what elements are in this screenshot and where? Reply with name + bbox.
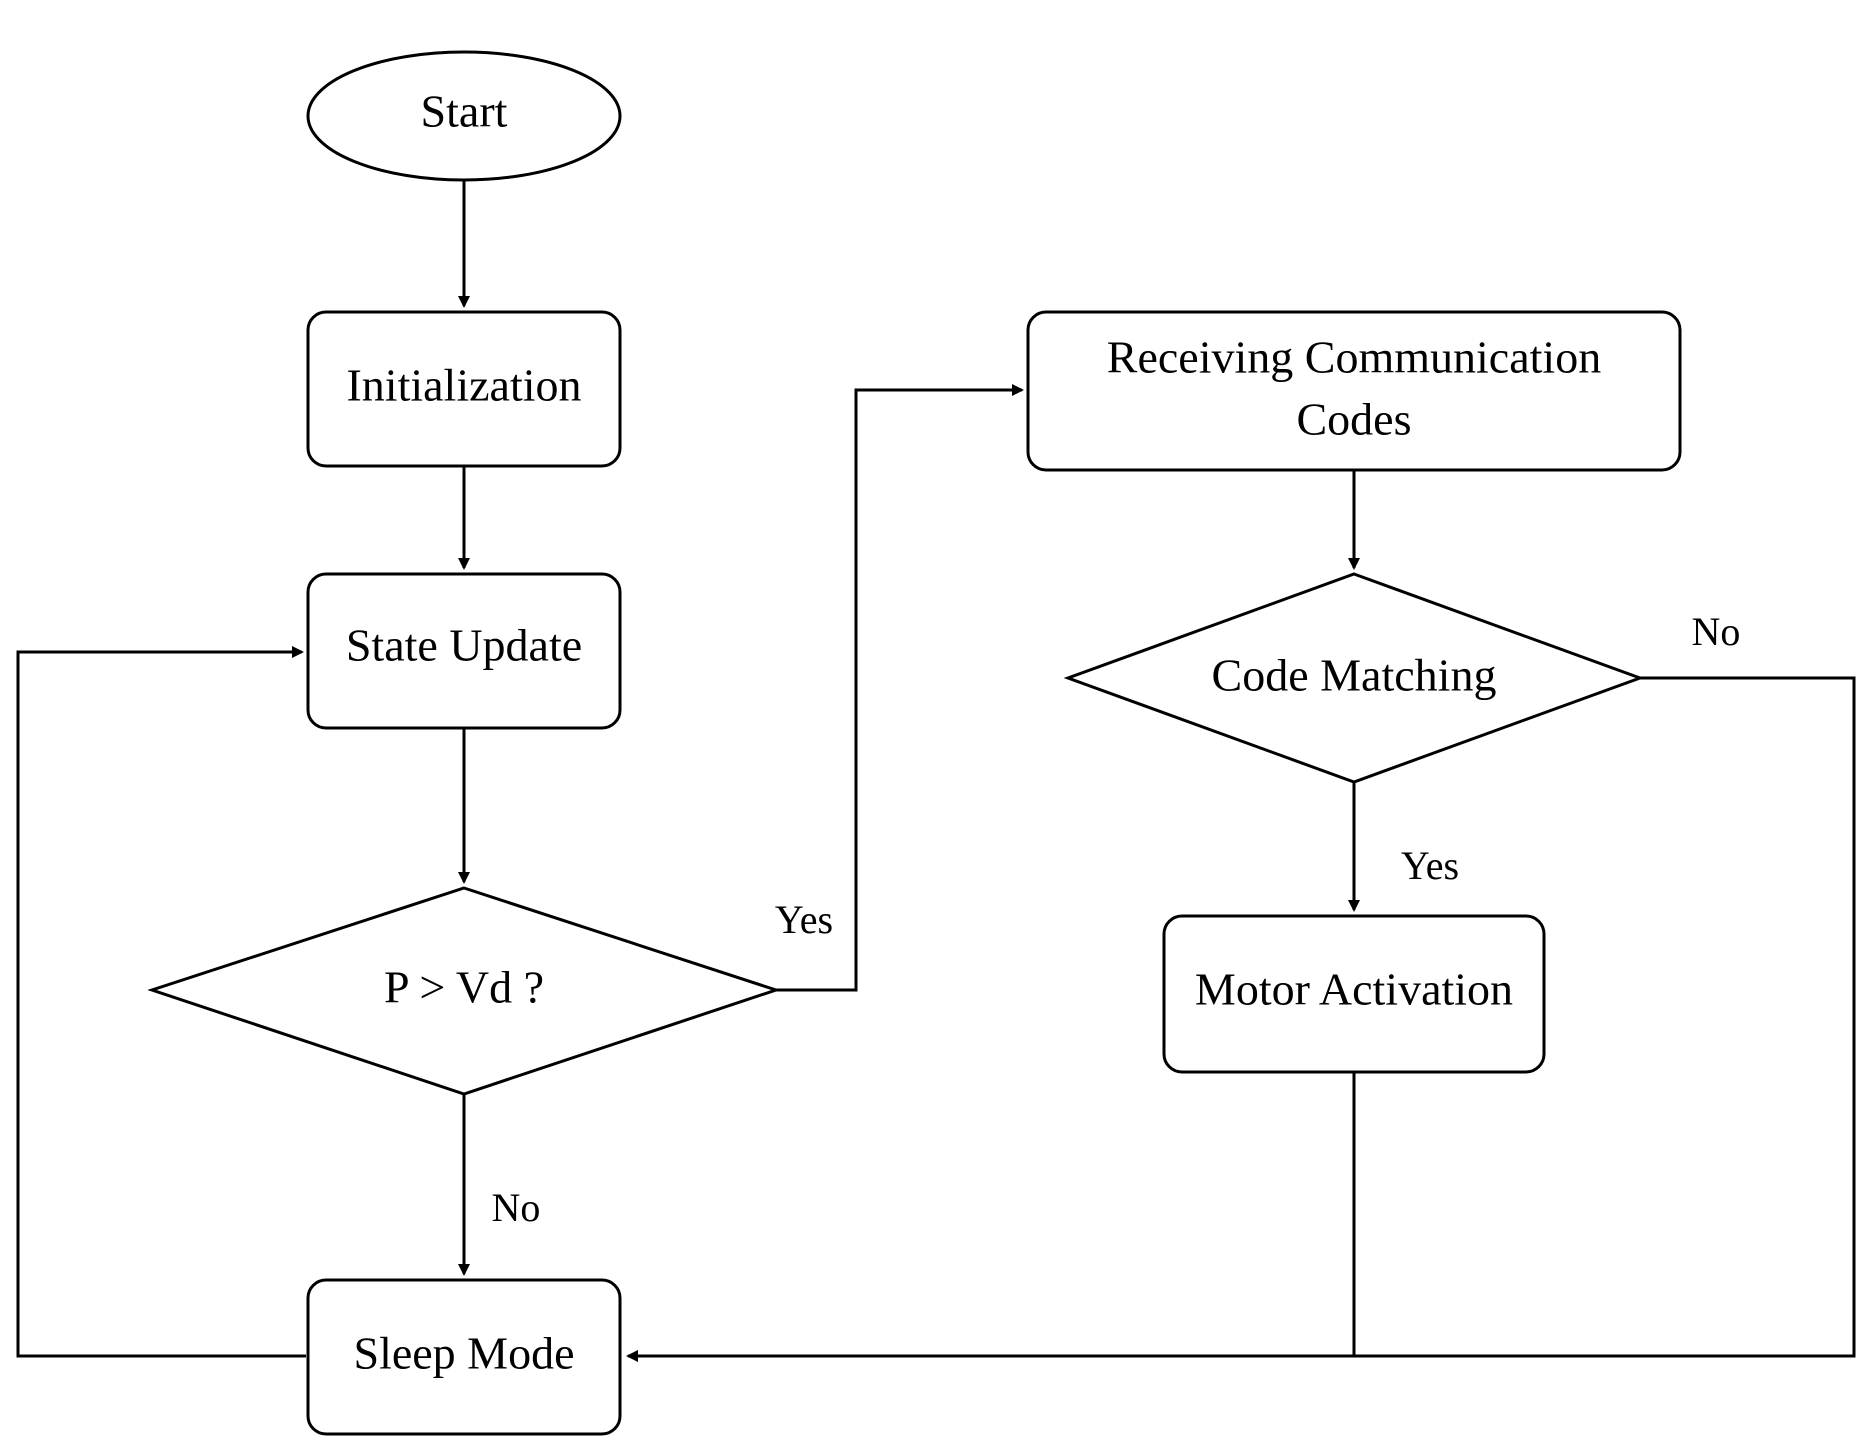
code-matching-yes-label: Yes: [1401, 843, 1459, 888]
motor-activation-box: [1162, 914, 1546, 1074]
initialization-box: [306, 310, 622, 468]
decision-no-label: No: [492, 1185, 541, 1230]
sleep-mode-box: [306, 1278, 622, 1436]
initialization-label: Initialization: [346, 360, 581, 411]
sleep-mode-label: Sleep Mode: [353, 1328, 574, 1379]
start-label: Start: [421, 86, 508, 137]
receiving-codes-box: [1026, 310, 1682, 472]
receiving-codes-label-line2: Codes: [1297, 394, 1412, 445]
edge-sleep-mode-back-to-state-update: [16, 646, 306, 1358]
threshold-decision-diamond: [147, 886, 781, 1096]
code-matching-label: Code Matching: [1212, 650, 1497, 701]
state-update-box: [306, 572, 622, 730]
threshold-decision-label: P > Vd ?: [384, 962, 544, 1013]
decision-yes-label: Yes: [775, 897, 833, 942]
edge-code-matching-no-to-sleep-mode: [626, 676, 1856, 1362]
code-matching-diamond: [1063, 572, 1645, 784]
edge-decision-yes-to-receiving: [776, 384, 1024, 992]
motor-activation-label: Motor Activation: [1195, 964, 1513, 1015]
start-terminal: [306, 50, 622, 182]
receiving-codes-label-line1: Receiving Communication: [1107, 332, 1601, 383]
code-matching-no-label: No: [1692, 609, 1741, 654]
state-update-label: State Update: [346, 620, 582, 671]
